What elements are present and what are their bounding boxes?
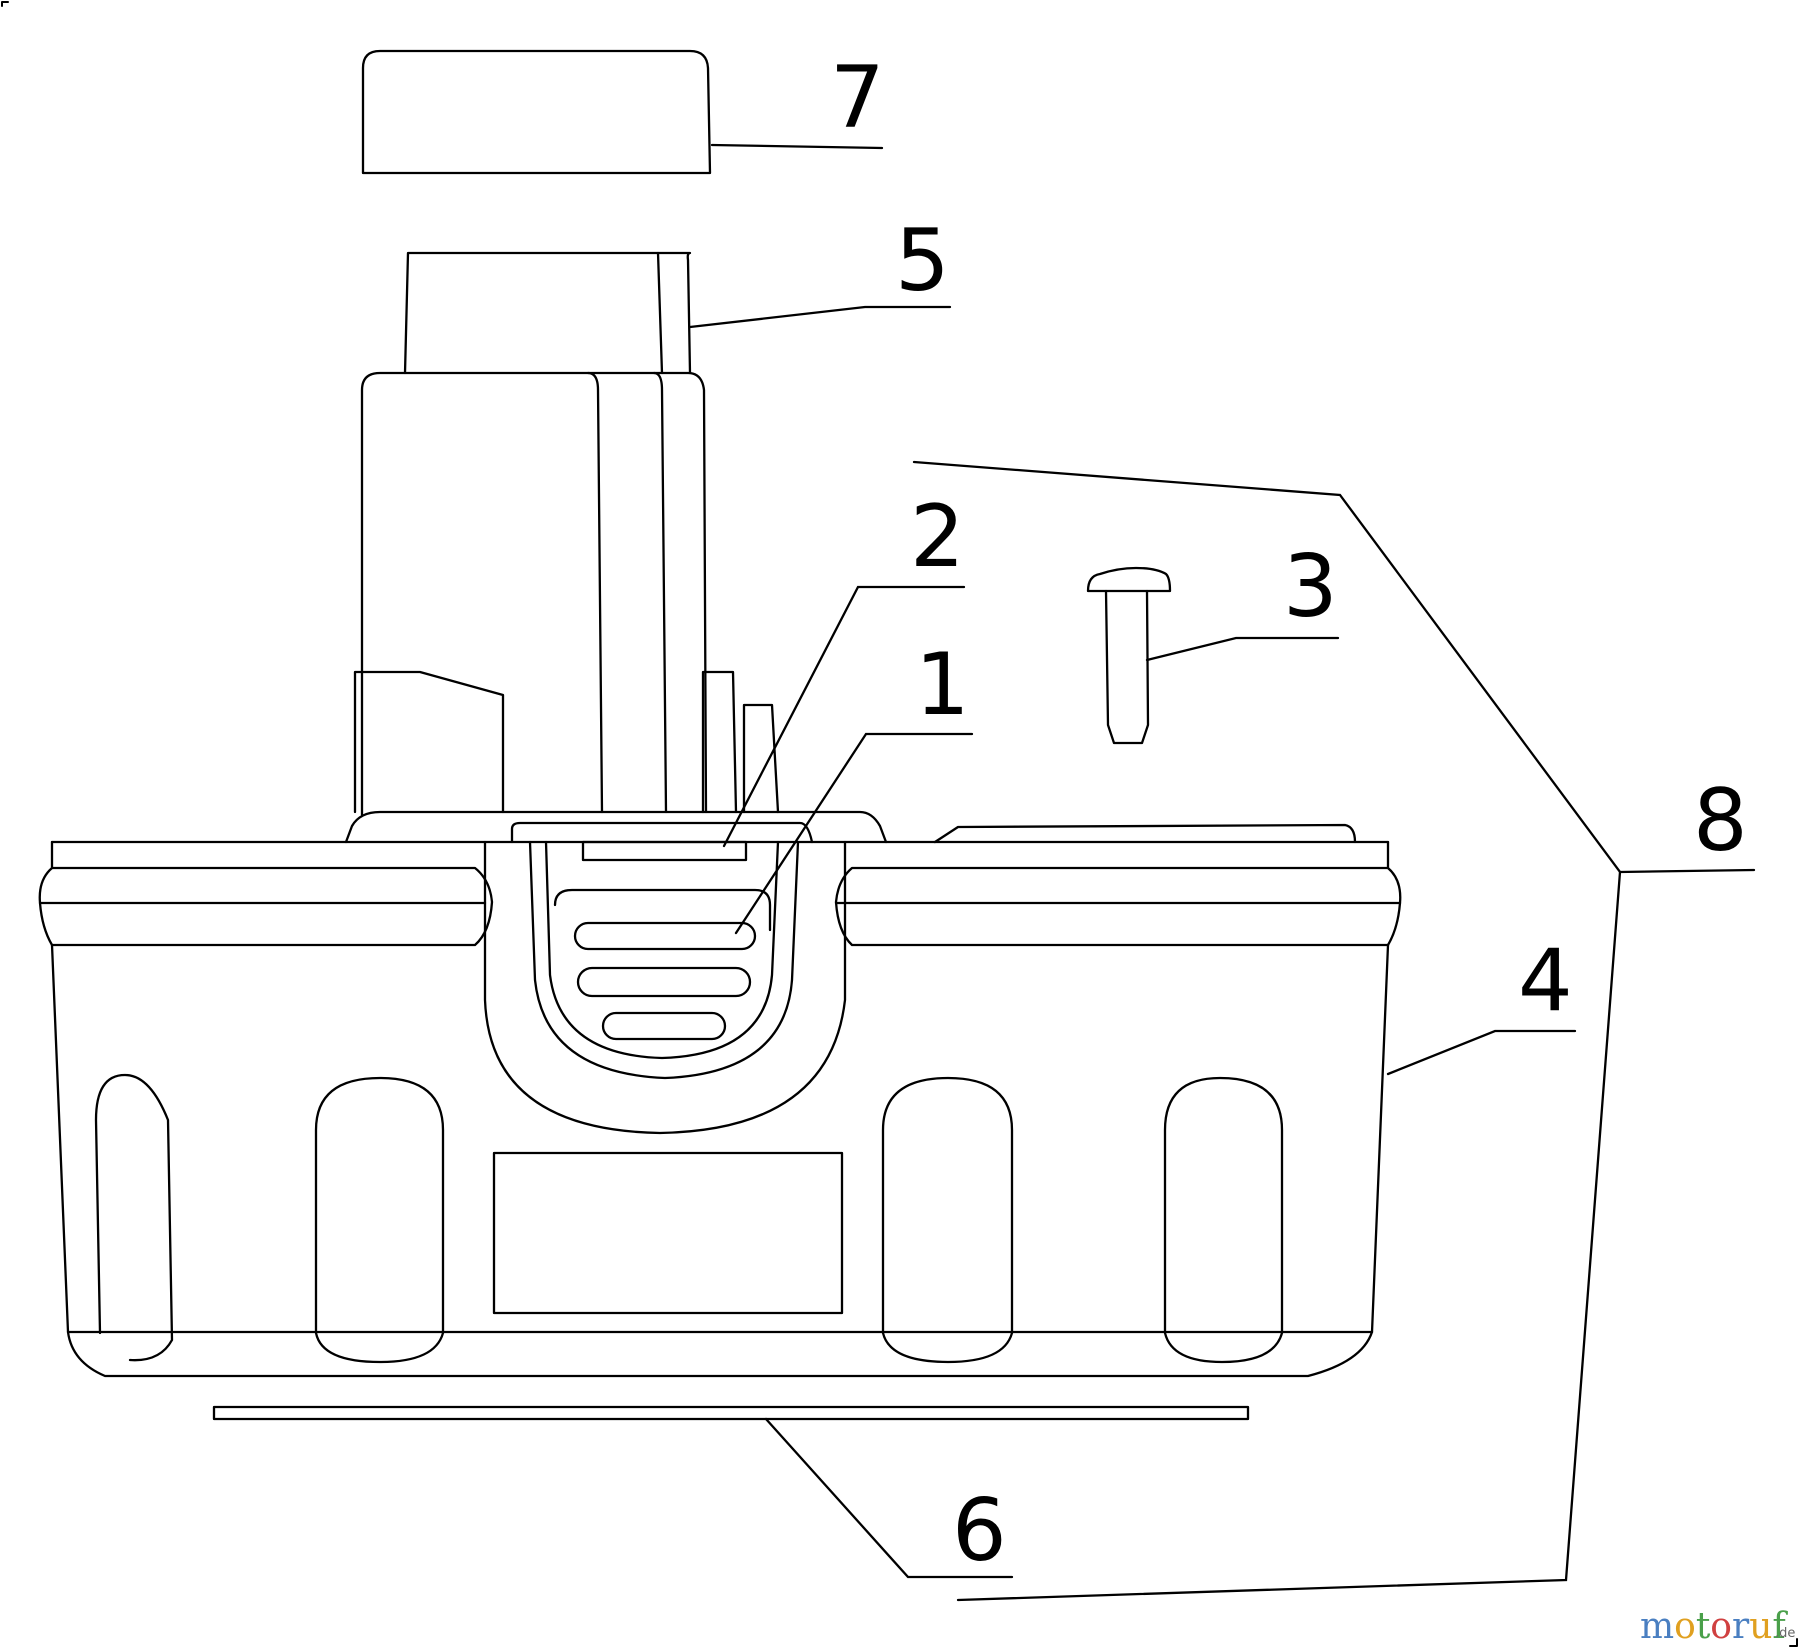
watermark-letter: r — [1732, 1606, 1750, 1647]
leader-2 — [722, 585, 966, 848]
leader-5 — [688, 305, 952, 329]
callout-6: 6 — [952, 1481, 1007, 1581]
callout-8: 8 — [1693, 771, 1748, 871]
callout-7: 7 — [830, 48, 885, 148]
part-5-battery-stem — [353, 251, 780, 817]
watermark-letter: u — [1749, 1606, 1772, 1647]
watermark-letter: t — [1696, 1606, 1711, 1647]
callout-1: 1 — [915, 635, 970, 735]
leader-1 — [734, 732, 974, 935]
watermark-letter: o — [1710, 1606, 1732, 1647]
leader-7 — [710, 143, 884, 150]
callout-5: 5 — [895, 211, 950, 311]
watermark-letter: m — [1640, 1606, 1674, 1647]
part-7-cap — [361, 49, 712, 175]
watermark-letter: o — [1674, 1606, 1696, 1647]
callouts: 7 5 2 3 1 8 4 6 — [830, 48, 1748, 1581]
leader-3 — [1145, 636, 1340, 662]
watermark-letter: f — [1772, 1606, 1788, 1647]
callout-4: 4 — [1518, 931, 1573, 1031]
leader-lines — [688, 143, 1756, 1602]
part-4-battery-housing — [38, 810, 1402, 1378]
callout-3: 3 — [1283, 537, 1338, 637]
watermark-suffix: .de — [1775, 1626, 1795, 1641]
svg-text:motoruf: motoruf — [1640, 1606, 1788, 1647]
motoruf-watermark: motoruf .de — [1640, 1606, 1795, 1647]
part-3-screw — [1086, 566, 1172, 745]
leader-4 — [1386, 1029, 1577, 1076]
part-6-base-strip — [212, 1405, 1250, 1421]
callout-2: 2 — [910, 487, 965, 587]
leader-6 — [764, 1417, 1014, 1579]
leader-8 — [1618, 868, 1756, 874]
